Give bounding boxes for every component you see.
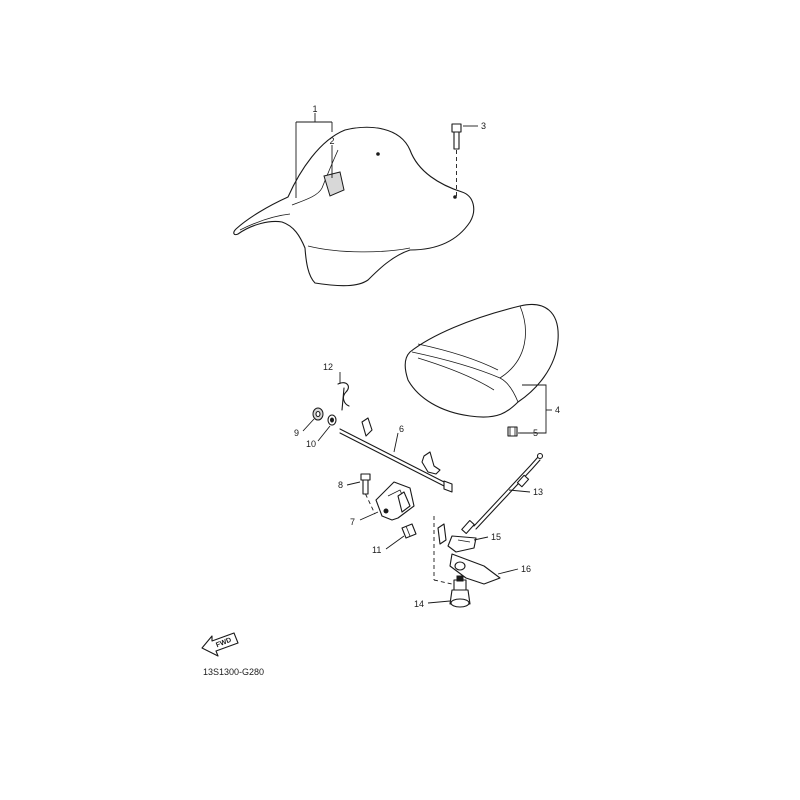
plate-16	[449, 553, 501, 585]
nut-5	[507, 426, 518, 437]
fwd-arrow-icon: FWD	[201, 632, 239, 657]
front-seat	[233, 126, 475, 287]
bolt-8	[360, 473, 376, 515]
callout-7: 7	[350, 517, 355, 527]
clip-12	[337, 382, 350, 411]
lock-rod-6	[339, 417, 453, 493]
callout-16: 16	[521, 564, 531, 574]
callout-1: 1	[312, 104, 317, 114]
callout-5: 5	[533, 428, 538, 438]
callout-numbers: 1 2 3 4 5 6 7 8 9 10 11 12 13 14 15 16	[294, 104, 560, 609]
callout-3: 3	[481, 121, 486, 131]
callout-9: 9	[294, 428, 299, 438]
callout-15: 15	[491, 532, 501, 542]
lever-15	[437, 523, 477, 553]
callout-13: 13	[533, 487, 543, 497]
cable-13	[461, 452, 544, 535]
key-lock-14	[433, 516, 471, 608]
callout-4: 4	[555, 405, 560, 415]
collar-9	[312, 407, 324, 421]
callout-2: 2	[329, 136, 334, 146]
lock-lever-7	[375, 481, 415, 521]
washer-10	[327, 414, 337, 426]
clip-11	[401, 523, 417, 539]
callout-10: 10	[306, 439, 316, 449]
rear-seat	[404, 304, 559, 418]
callout-12: 12	[323, 362, 333, 372]
leader-lines	[295, 113, 552, 604]
bolt-3	[451, 123, 462, 196]
callout-6: 6	[399, 424, 404, 434]
callout-14: 14	[414, 599, 424, 609]
callout-8: 8	[338, 480, 343, 490]
drawing-code: 13S1300-G280	[203, 667, 264, 677]
callout-11: 11	[372, 545, 381, 555]
